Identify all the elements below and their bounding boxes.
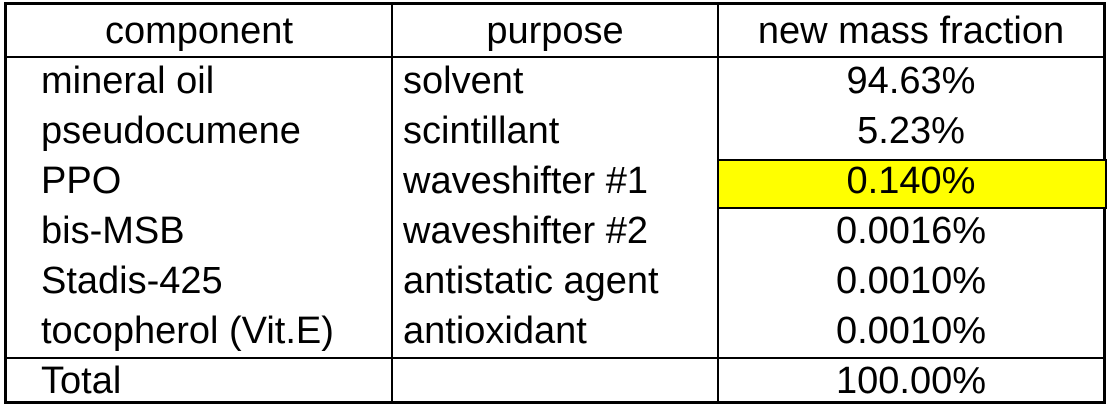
row-component: tocopherol (Vit.E) xyxy=(41,310,334,352)
total-purpose xyxy=(403,357,713,406)
header-fraction: new mass fraction xyxy=(757,10,1065,52)
row-fraction: 94.63% xyxy=(846,60,976,102)
column-divider xyxy=(391,5,393,401)
row-fraction: 0.0016% xyxy=(835,210,986,252)
row-purpose: scintillant xyxy=(403,110,560,152)
header-divider xyxy=(7,56,1103,58)
row-purpose: solvent xyxy=(403,60,524,102)
row-purpose: antistatic agent xyxy=(403,260,659,302)
row-purpose: waveshifter #2 xyxy=(403,210,649,252)
row-component: mineral oil xyxy=(41,60,215,102)
row-fraction: 5.23% xyxy=(857,110,965,152)
row-fraction: 0.0010% xyxy=(835,310,986,352)
row-component: bis-MSB xyxy=(41,210,185,252)
total-fraction: 100.00% xyxy=(835,360,986,402)
row-component: PPO xyxy=(41,160,122,202)
row-fraction: 0.0010% xyxy=(835,260,986,302)
total-divider xyxy=(7,357,1103,359)
row-fraction-highlighted: 0.140% xyxy=(846,160,976,202)
header-purpose: purpose xyxy=(486,10,624,52)
row-component: pseudocumene xyxy=(41,110,301,152)
total-label: Total xyxy=(41,360,122,402)
row-purpose: antioxidant xyxy=(403,310,587,352)
highlight-box xyxy=(717,159,1107,209)
row-component: Stadis-425 xyxy=(41,260,223,302)
row-purpose: waveshifter #1 xyxy=(403,160,649,202)
header-component: component xyxy=(104,10,293,52)
mass-fraction-table: component purpose new mass fraction mine… xyxy=(4,2,1107,406)
